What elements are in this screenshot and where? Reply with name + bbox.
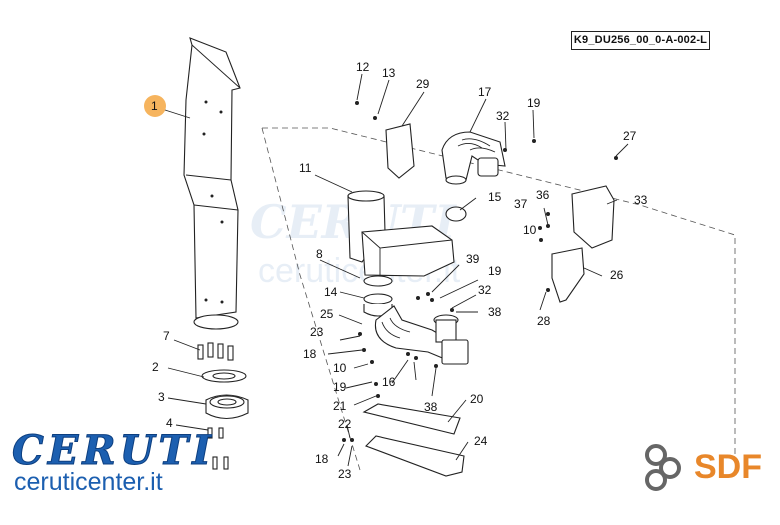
callout-10b: 10 <box>523 223 537 237</box>
part-gasket-2 <box>201 369 247 383</box>
callout-25: 25 <box>320 307 334 321</box>
callout-23b: 23 <box>338 467 352 481</box>
callout-33: 33 <box>634 193 648 207</box>
callout-32a: 32 <box>496 109 510 123</box>
callout-28: 28 <box>537 314 551 328</box>
callout-39: 39 <box>466 252 480 266</box>
callout-38b: 38 <box>424 400 438 414</box>
part-bracket-33 <box>571 185 615 249</box>
ceruti-logo: CERUTI <box>12 427 215 475</box>
diagram-code-label: K9_DU256_00_0-A-002-L <box>571 31 710 50</box>
callout-36: 36 <box>536 188 550 202</box>
callout-highlight <box>144 95 166 117</box>
callout-23a: 23 <box>310 325 324 339</box>
part-plate-20 <box>362 403 461 435</box>
part-exhaust-stack <box>183 37 241 330</box>
callout-22: 22 <box>338 417 352 431</box>
callout-12: 12 <box>356 60 370 74</box>
callout-14: 14 <box>324 285 338 299</box>
part-cowl-11 <box>347 190 455 277</box>
part-flange-3 <box>205 394 249 420</box>
callout-32b: 32 <box>478 283 492 297</box>
callout-24: 24 <box>474 434 488 448</box>
part-bolts-7 <box>197 342 234 361</box>
callout-38a: 38 <box>488 305 502 319</box>
callout-16: 16 <box>382 375 396 389</box>
callout-1: 1 <box>151 99 158 113</box>
callout-10a: 10 <box>333 361 347 375</box>
callout-8: 8 <box>316 247 323 261</box>
ceruti-website: ceruticenter.it <box>14 468 163 496</box>
sdf-logo-text: SDF <box>694 448 762 486</box>
callout-19a: 19 <box>527 96 541 110</box>
part-studs-4 <box>207 427 229 470</box>
callout-37: 37 <box>514 197 528 211</box>
callout-18a: 18 <box>303 347 317 361</box>
callout-26: 26 <box>610 268 624 282</box>
leader-lines <box>164 73 629 467</box>
callout-11: 11 <box>299 161 312 175</box>
hardware-fasteners <box>342 101 618 442</box>
callout-18b: 18 <box>315 452 329 466</box>
callout-4: 4 <box>166 416 173 430</box>
part-guard-24 <box>365 435 465 477</box>
part-flange-14 <box>363 275 393 317</box>
callout-19b: 19 <box>488 264 502 278</box>
part-hose-17 <box>441 131 506 185</box>
callout-labels: 1 2 3 4 7 8 10 10 11 12 13 14 15 16 17 1… <box>151 60 648 481</box>
part-ring-15 <box>445 206 467 222</box>
callout-27: 27 <box>623 129 637 143</box>
callout-2: 2 <box>152 360 159 374</box>
callout-29: 29 <box>416 77 430 91</box>
callout-19c: 19 <box>333 380 347 394</box>
part-heat-shield-29 <box>385 123 415 179</box>
sdf-logo-icon <box>645 444 681 491</box>
callout-15: 15 <box>488 190 502 204</box>
callout-20: 20 <box>470 392 484 406</box>
callout-3: 3 <box>158 390 165 404</box>
assembly-outline-left <box>261 127 361 471</box>
callout-17: 17 <box>478 85 492 99</box>
part-bracket-26 <box>551 247 585 303</box>
part-exhaust-pipe <box>374 305 469 365</box>
callout-7: 7 <box>163 329 170 343</box>
callout-21: 21 <box>333 399 347 413</box>
callout-13: 13 <box>382 66 396 80</box>
